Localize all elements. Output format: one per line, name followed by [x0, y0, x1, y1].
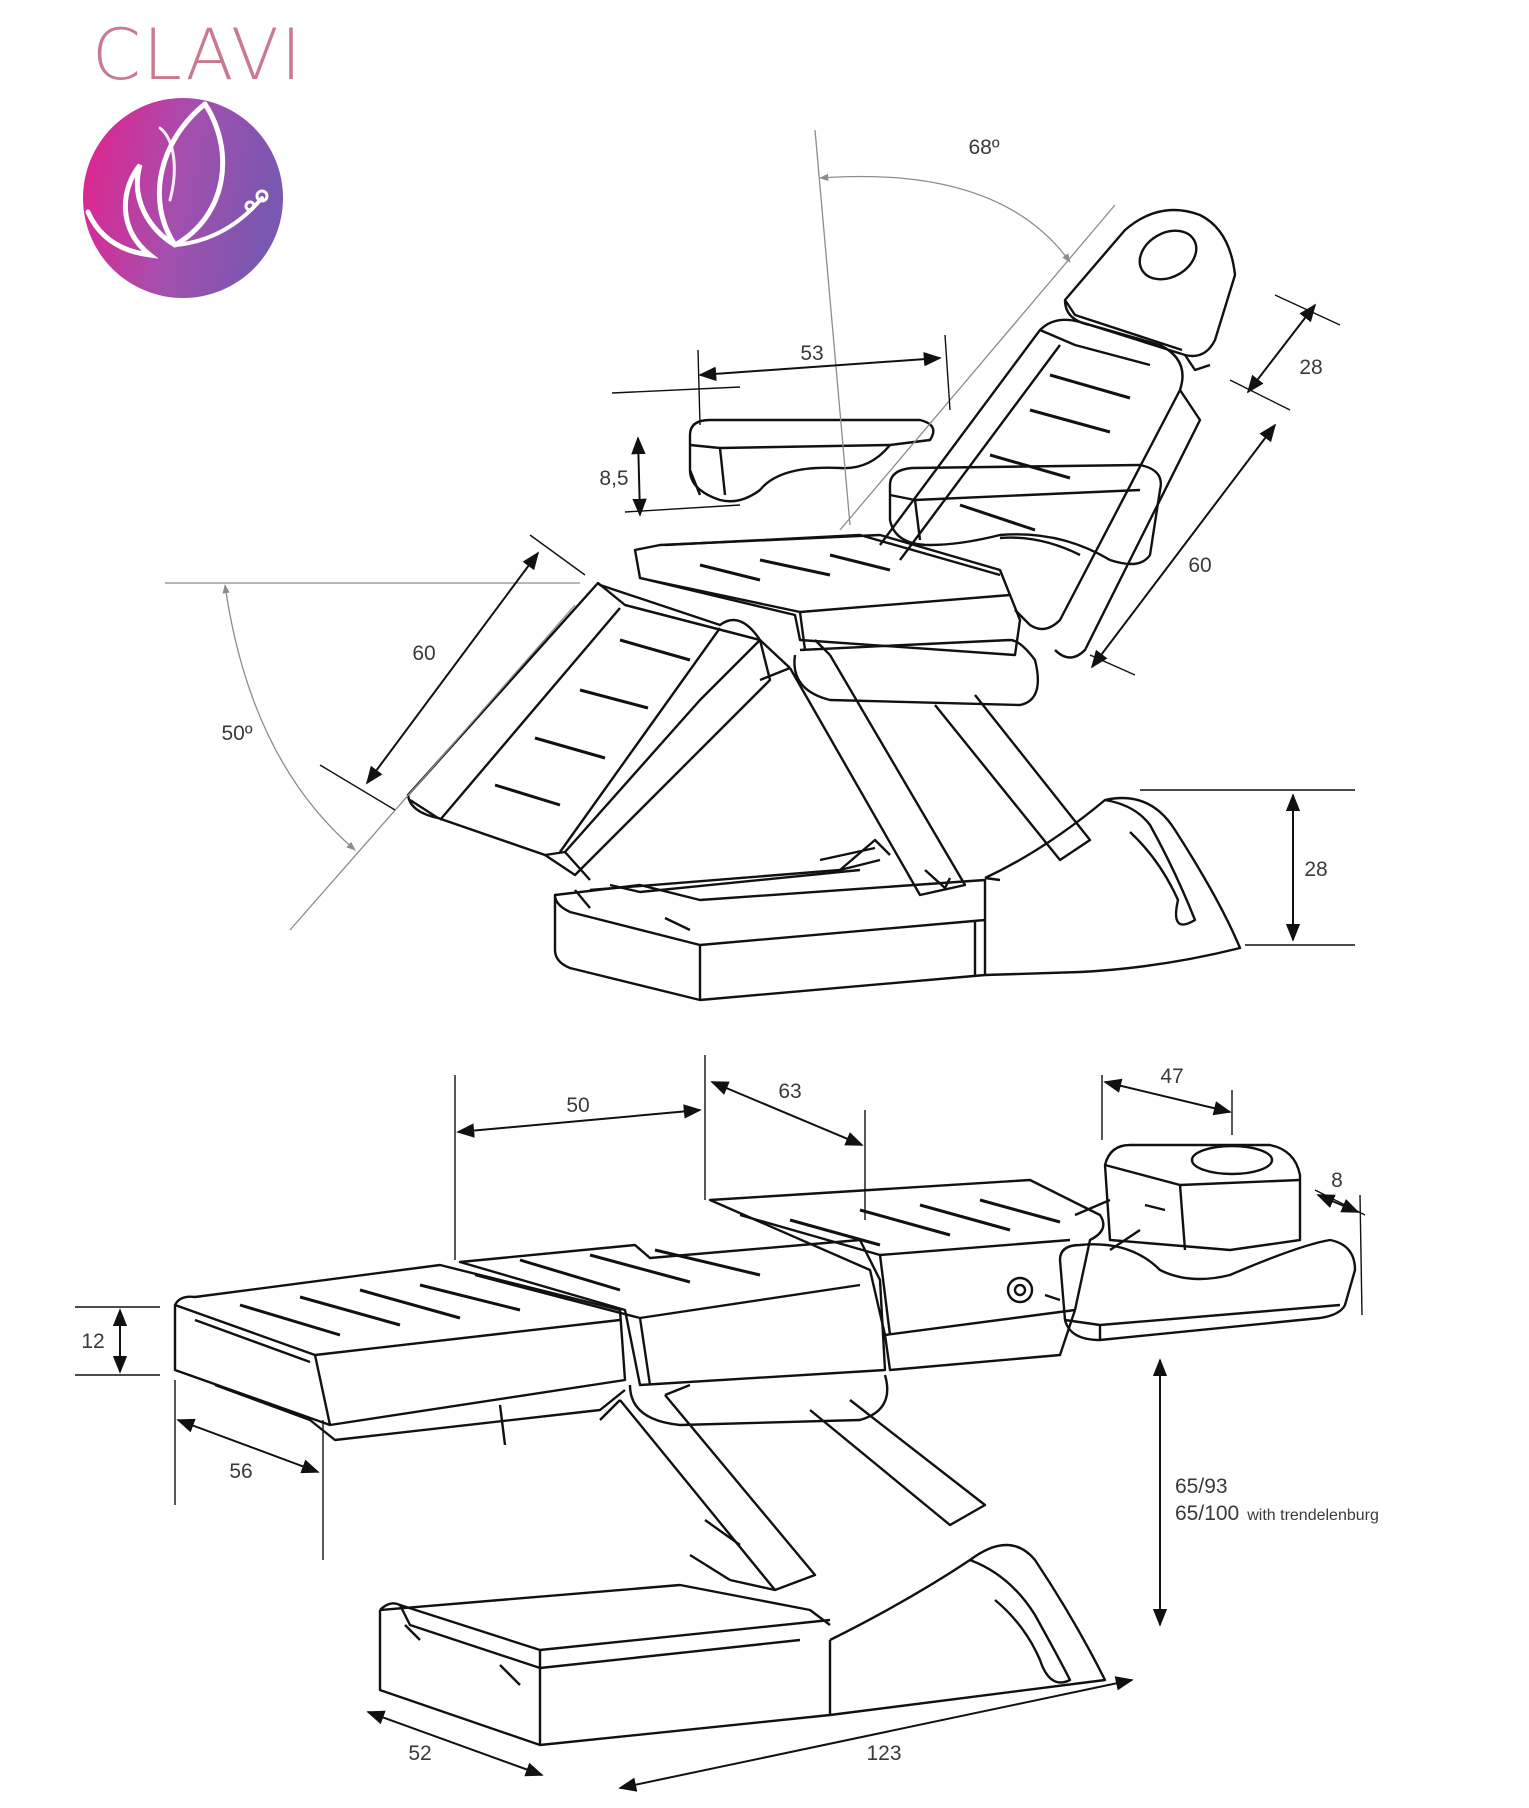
armrest-span-label: 53 — [800, 342, 823, 365]
armrest-height-label: 8,5 — [599, 467, 628, 490]
seat-length-dimension — [456, 1104, 702, 1138]
total-length-label: 123 — [866, 1742, 901, 1765]
legrest-angle-arc — [222, 584, 356, 851]
backrest-length-label: 60 — [1188, 554, 1211, 577]
legrest-angle-label: 50º — [221, 722, 252, 745]
backrest-angle-arc — [819, 173, 1071, 263]
seat-length-label: 50 — [566, 1094, 589, 1117]
dimensions-top: 68º 50º 53 8,5 28 60 60 28 — [165, 129, 1355, 946]
headrest-thickness-dimension — [1316, 1194, 1360, 1213]
bottom-headrest-length-label: 47 — [1160, 1065, 1183, 1088]
backrest-bottom — [708, 1178, 1105, 1372]
backrest-angle-label: 68º — [968, 136, 999, 159]
chair-flat-view — [173, 1143, 1357, 1747]
chair-base-bottom — [378, 1543, 1107, 1747]
armrest-left-top — [688, 418, 935, 503]
legrest-bottom — [173, 1263, 627, 1446]
seat-top — [633, 533, 1040, 707]
cushion-thickness-label: 12 — [81, 1330, 104, 1353]
base-width-dimension — [366, 1710, 544, 1777]
base-width-label: 52 — [408, 1742, 431, 1765]
bottom-headrest-length-dimension — [1103, 1078, 1232, 1116]
headrest-bottom — [1074, 1143, 1302, 1252]
base-height-label: 28 — [1304, 858, 1327, 881]
chair-reclined-view — [406, 208, 1242, 1002]
height-range-label: 65/93 — [1175, 1475, 1228, 1498]
total-length-dimension — [618, 1676, 1134, 1792]
scissor-frame-top — [589, 639, 1092, 897]
scissor-frame-bottom — [599, 1383, 987, 1592]
armrest-span-dimension — [698, 351, 942, 382]
seat-bottom — [458, 1238, 889, 1427]
headrest-thickness-label: 8 — [1331, 1169, 1343, 1192]
height-range-trendelenburg: 65/100 — [1175, 1502, 1239, 1525]
backrest-incline-guide — [839, 204, 1116, 531]
brand-name: CLAVI — [92, 14, 304, 96]
armrest-height-dimension — [631, 436, 647, 517]
bottom-backrest-length-dimension — [710, 1081, 864, 1146]
dimensions-bottom: 50 63 47 8 12 56 52 123 65/93 65/100 with… — [75, 1055, 1379, 1792]
chair-base-top — [553, 796, 1242, 1002]
legrest-length-dimension — [365, 551, 540, 785]
headrest-top — [1063, 208, 1237, 372]
trendelenburg-note: with trendelenburg — [1246, 1507, 1379, 1524]
bottom-backrest-length-label: 63 — [778, 1080, 801, 1103]
backrest-length-dimension — [1090, 423, 1277, 669]
width-dimension — [176, 1418, 320, 1474]
legrest-length-label: 60 — [412, 642, 435, 665]
lotus-petal-logo — [83, 98, 283, 298]
width-label: 56 — [229, 1460, 252, 1483]
backrest-angle-guide — [814, 129, 851, 526]
height-range-trendelenburg-line: 65/100 with trendelenburg — [1175, 1502, 1379, 1525]
headrest-length-label: 28 — [1299, 356, 1322, 379]
headrest-length-dimension — [1246, 303, 1317, 394]
headrest-cushion-bottom — [1058, 1238, 1357, 1342]
legrest-top — [406, 581, 791, 881]
backrest-top — [879, 318, 1202, 659]
